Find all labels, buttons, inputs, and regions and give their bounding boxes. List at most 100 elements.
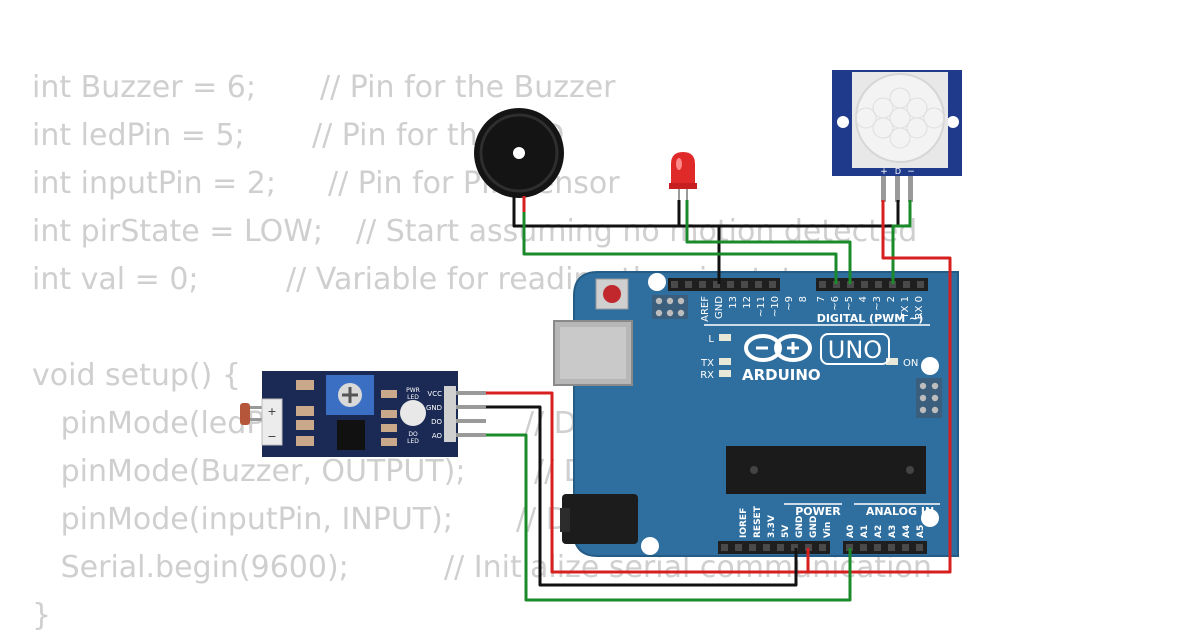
code-line: pinMode(inputPin, INPUT); [32,502,453,537]
header-pin-hole [860,544,867,551]
digital-pin-label: 12 [742,296,753,309]
header-pin-hole [805,544,812,551]
digital-pin-label: ~11 [756,296,767,317]
usb-port-face [560,327,626,379]
header-pin-hole [846,544,853,551]
code-line: int inputPin = 2; [32,166,276,201]
header-pin-hole [721,544,728,551]
tx-led-label: TX [700,358,714,369]
mounting-hole [648,273,666,291]
wire-led-pin5 [685,200,852,284]
header-pin-hole [833,281,840,288]
dc-jack-tab [560,508,570,532]
digital-pin-label: AREF [700,296,711,322]
analog-pin-label: A0 [846,525,856,538]
code-line: } [32,598,52,633]
analog-pin-label: A1 [860,525,870,538]
digital-label: DIGITAL (PWM ~) [817,312,924,325]
header-pin-hole [777,544,784,551]
reset-button-cap[interactable] [603,285,621,303]
power-pin-label: GND [795,516,805,538]
wire-pir-gnd [719,200,900,228]
tx-led [719,358,731,365]
header-pin-hole [874,544,881,551]
digital-pin-label: RX 0 [914,296,925,319]
header-pin-hole [903,281,910,288]
pir-motion-sensor: + D − [832,70,962,202]
power-pin-label: 3.3V [767,515,777,538]
digital-pin-label: 7 [816,296,827,302]
rx-led [719,370,731,377]
wire-pir-signal [891,200,912,284]
uno-badge [820,333,890,365]
digital-pin-label: ~6 [830,296,841,311]
ldr-plus-label: + [267,405,276,418]
photoresistor [240,403,250,425]
code-line: void setup() { [32,358,241,393]
code-line: pinMode(Buzzer, OUTPUT); [32,454,466,489]
header-pin-hole [755,281,762,288]
digital-pin-label: TX 1 [900,296,911,320]
ldr-pin-label: DO [431,418,442,426]
arduino-brand: ARDUINO [742,366,821,384]
on-led-label: ON [903,358,918,369]
header-pin-hole [685,281,692,288]
header-pin-hole [741,281,748,288]
comparator-chip [337,420,365,450]
analog-label: ANALOG IN [866,505,934,518]
digital-pin-label: ~9 [784,296,795,311]
header-pin-hole [727,281,734,288]
power-pin-label: RESET [753,505,763,538]
analog-header [843,541,927,554]
l-led-label: L [708,334,714,345]
code-line: int val = 0; [32,262,199,297]
l-led [719,334,731,341]
power-label: POWER [795,505,841,518]
ldr-minus-label: − [267,430,276,443]
mounting-hole [921,357,939,375]
power-pin-label: 5V [781,525,791,538]
ldr-pin-label: VCC [427,390,442,398]
wires [486,196,952,602]
digital-pin-label: 2 [886,296,897,302]
header-pin-hole [889,281,896,288]
analog-pin-label: A4 [902,525,912,538]
digital-pin-label: 4 [858,296,869,302]
header-pin-hole [735,544,742,551]
arduino-logo-icon [744,334,812,362]
on-led [886,358,898,365]
header-pin-hole [791,544,798,551]
wire-ldr-ao [486,433,852,602]
header-pin-hole [917,281,924,288]
code-comment: // Pin for the Buzzer [320,70,616,105]
code-line: int ledPin = 5; [32,118,245,153]
header-pin-hole [671,281,678,288]
digital-pin-label: 8 [798,296,809,302]
ldr-pin-label: AO [432,432,443,440]
digital-header [668,278,928,291]
header-pin-hole [875,281,882,288]
header-pin-hole [713,281,720,288]
header-pin-hole [847,281,854,288]
header-pin-hole [902,544,909,551]
power-pin-label: IOREF [739,508,749,538]
header-pin-hole [819,281,826,288]
pir-d-label: D [895,167,901,176]
dc-power-jack [562,494,638,544]
pir-minus-label: − [907,167,915,177]
header-pin-hole [699,281,706,288]
atmega-chip [726,446,926,494]
code-line: int pirState = LOW; [32,214,324,249]
wire-ldr-vcc [486,391,808,574]
piezo-buzzer [474,108,564,198]
digital-pin-label: GND [714,296,725,319]
red-led [669,152,697,201]
wire-ldr-gnd [486,405,798,587]
header-pin-hole [819,544,826,551]
